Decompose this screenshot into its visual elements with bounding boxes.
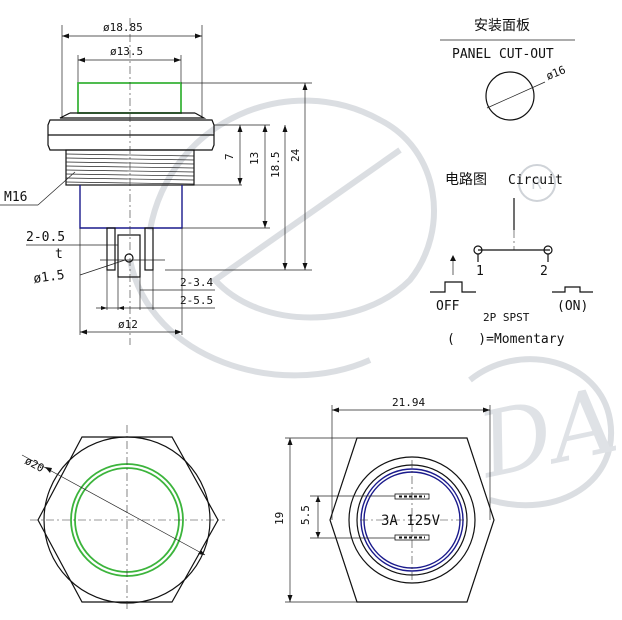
front-dia: ø20 (23, 454, 47, 475)
dim-height-7: 7 (223, 153, 236, 160)
terminal-thickness-label: 2-0.5 (26, 230, 65, 245)
dim-base-dia: ø12 (118, 318, 138, 331)
dim-terminal-5-5: 2-5.5 (180, 294, 213, 307)
dim-dia-inner: ø13.5 (110, 45, 143, 58)
side-view: ø18.85 ø13.5 (0, 18, 312, 345)
dim-terminal-3-4: 2-3.4 (180, 276, 213, 289)
off-label: OFF (436, 299, 460, 314)
cutout-dia: ø16 (544, 63, 567, 82)
hole-label: ø1.5 (32, 268, 65, 287)
panel-cutout: 安装面板 PANEL CUT-OUT ø16 (440, 18, 575, 121)
registered-mark-icon (518, 164, 556, 202)
momentary-note: ( )=Momentary (447, 332, 565, 347)
panel-title-en: PANEL CUT-OUT (452, 47, 554, 62)
dim-height-18-5: 18.5 (269, 152, 282, 179)
circuit-title-cn: 电路图 (445, 172, 487, 188)
rating-label: 3A 125V (381, 513, 441, 529)
thread-label: M16 (4, 190, 27, 205)
dim-dia-outer: ø18.85 (103, 21, 143, 34)
back-height: 19 (273, 512, 286, 525)
dim-height-13: 13 (248, 152, 261, 165)
arrow-up-icon (450, 255, 456, 261)
back-view: 21.94 3A 125V 19 5.5 (273, 396, 495, 603)
terminal-t-label: t (55, 247, 63, 262)
circuit-type: 2P SPST (483, 311, 530, 324)
pin-2: 2 (540, 264, 548, 279)
pin-1: 1 (476, 264, 484, 279)
cutout-circle (485, 71, 535, 121)
pin-spacing: 5.5 (299, 505, 312, 525)
on-label: (ON) (557, 299, 588, 314)
dim-height-24: 24 (289, 148, 302, 162)
circuit-title-en: Circuit (508, 173, 563, 188)
front-view: ø20 (21, 425, 225, 612)
back-width: 21.94 (392, 396, 425, 409)
watermark-r: R (531, 174, 542, 193)
circuit: 电路图 Circuit 1 2 OFF (ON) 2P SPST ( )=Mom… (430, 172, 593, 347)
watermark-text: DA (468, 368, 622, 500)
panel-title-cn: 安装面板 (474, 18, 530, 34)
